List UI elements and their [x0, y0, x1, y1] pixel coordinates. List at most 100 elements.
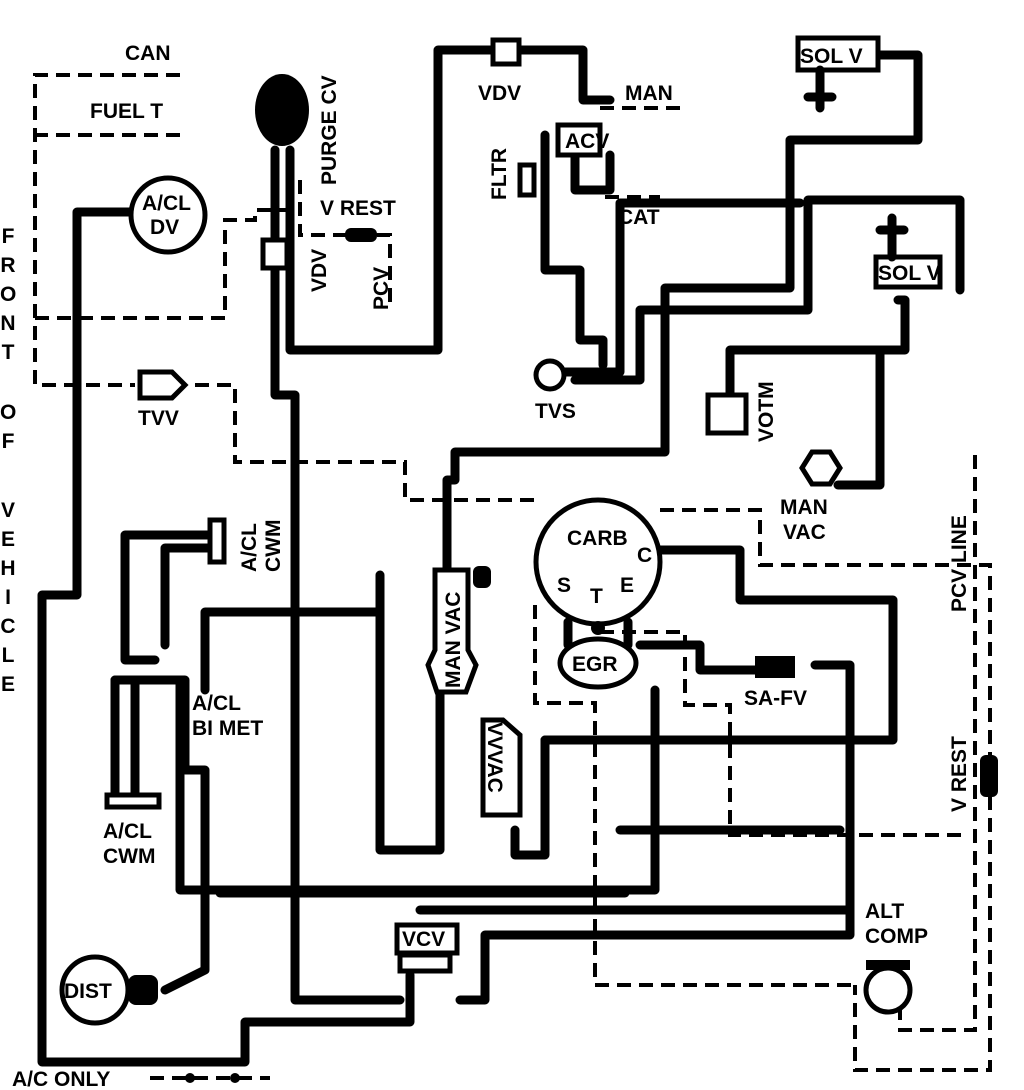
hose-sol-v-right [725, 295, 910, 400]
label-pcv: PCV [370, 267, 393, 310]
hose-mid-horizontal [200, 607, 385, 695]
label-carb: CARB [567, 527, 628, 550]
sol-v-right-terminal [875, 213, 909, 262]
sol-v-top-box [795, 35, 881, 73]
v-rest-right-body [980, 755, 998, 797]
label-vdv-top: VDV [478, 82, 521, 105]
label-vehicle: VEHICLE [0, 499, 16, 696]
label-acl-dv-1: A/CL [142, 192, 191, 215]
vcv-base [397, 952, 453, 974]
hose-tvs-2 [570, 195, 965, 385]
hose-vvvac-left [375, 570, 445, 855]
sol-v-right-box [873, 254, 943, 290]
hose-vdv-acv [515, 45, 615, 105]
hose-fltr [540, 130, 608, 370]
label-front: FRONT [0, 225, 17, 364]
label-tvs: TVS [535, 400, 576, 423]
hose-bimet-dist [160, 675, 210, 995]
label-vvvac: VVVAC [483, 722, 506, 793]
alt-comp-cap [866, 960, 910, 970]
fltr-body [517, 162, 537, 198]
label-alt-comp-2: COMP [865, 925, 928, 948]
label-of: OF [0, 401, 17, 453]
acv-body [555, 122, 603, 158]
dashed-hose-tvv [195, 383, 540, 502]
label-acl-cwm-lower-2: CWM [103, 845, 155, 868]
label-sol-v-top: SOL V [800, 45, 863, 68]
v-rest-top-body [345, 228, 377, 242]
label-votm: VOTM [755, 381, 778, 442]
egr-carb-link [563, 617, 633, 650]
hose-acl-cwm-upper-2 [160, 543, 215, 650]
label-vdv-left: VDV [308, 249, 331, 292]
hose-tvs-1 [560, 198, 805, 377]
label-v-rest-top: V REST [320, 197, 396, 220]
man-vac-left-body [425, 567, 479, 695]
label-carb-c: C [637, 544, 652, 567]
label-pcv-line: PCV LINE [948, 515, 971, 612]
vdv-left-body [260, 237, 290, 271]
label-cat: CAT [618, 206, 660, 229]
dist-diaphragm [128, 975, 158, 1005]
dashed-hose-can [33, 73, 180, 387]
label-acv: ACV [565, 130, 609, 153]
votm-body [705, 392, 749, 436]
label-fuel-t: FUEL T [90, 100, 163, 123]
hose-acl-cwm-upper [120, 530, 215, 665]
carb-t-port [591, 621, 605, 635]
acl-cwm-upper-body [207, 517, 227, 565]
egr-valve [557, 636, 639, 690]
label-dist: DIST [64, 980, 112, 1003]
label-ac-only: A/C ONLY [12, 1068, 110, 1090]
hose-man-vac-right [833, 345, 885, 490]
dashed-hose-egr [600, 630, 965, 837]
vdv-top-body [490, 37, 522, 67]
vvvac-body [480, 717, 523, 818]
label-acl-cwm-upper-2: CWM [262, 520, 285, 572]
label-carb-t: T [590, 585, 603, 608]
hose-sol-v-top [442, 50, 923, 575]
label-vcv: VCV [402, 928, 445, 951]
label-acl-cwm-upper-1: A/CL [238, 523, 261, 572]
label-man-vac-right-2: VAC [783, 521, 826, 544]
label-alt-comp-1: ALT [865, 900, 904, 923]
hose-purge-right [285, 45, 505, 355]
label-acl-bimet-1: A/CL [192, 692, 241, 715]
label-fltr: FLTR [488, 148, 511, 200]
man-vac-right-fitting [799, 449, 843, 487]
label-man-vac-right-1: MAN [780, 496, 828, 519]
dashed-hose-carb-c [660, 508, 992, 1072]
label-acl-cwm-lower-1: A/CL [103, 820, 152, 843]
hose-left-main [37, 207, 415, 1067]
label-man-vac-left: MAN VAC [442, 592, 465, 688]
hose-bi-met [110, 675, 660, 895]
alt-comp-valve [863, 965, 913, 1015]
dashed-hose-front-bus [35, 208, 300, 320]
sa-fv-body [755, 656, 795, 678]
hose-purge-vdv [270, 145, 405, 1005]
label-acl-bimet-2: BI MET [192, 717, 263, 740]
label-can: CAN [125, 42, 171, 65]
man-vac-left-port [473, 566, 491, 588]
purge-cv-canister [255, 74, 309, 146]
hose-carb-c [540, 545, 898, 745]
hose-carb-e [635, 640, 765, 675]
dashed-hose-carb-s [533, 605, 855, 987]
label-egr: EGR [572, 653, 618, 676]
label-acl-dv-2: DV [150, 216, 179, 239]
acl-cwm-lower-body [104, 792, 162, 810]
acl-dv-valve [128, 175, 208, 255]
hose-acv-cat [570, 145, 615, 195]
label-v-rest-right: V REST [948, 736, 971, 812]
label-man: MAN [625, 82, 673, 105]
label-tvv: TVV [138, 407, 179, 430]
sol-v-top-terminal [803, 65, 837, 113]
label-purge-cv: PURGE CV [318, 75, 341, 185]
dashed-hose-pcv-line [898, 455, 977, 1032]
ac-only-legend-dots [185, 1073, 240, 1083]
label-carb-e: E [620, 574, 634, 597]
tvv-valve [137, 369, 189, 401]
label-carb-s: S [557, 574, 571, 597]
